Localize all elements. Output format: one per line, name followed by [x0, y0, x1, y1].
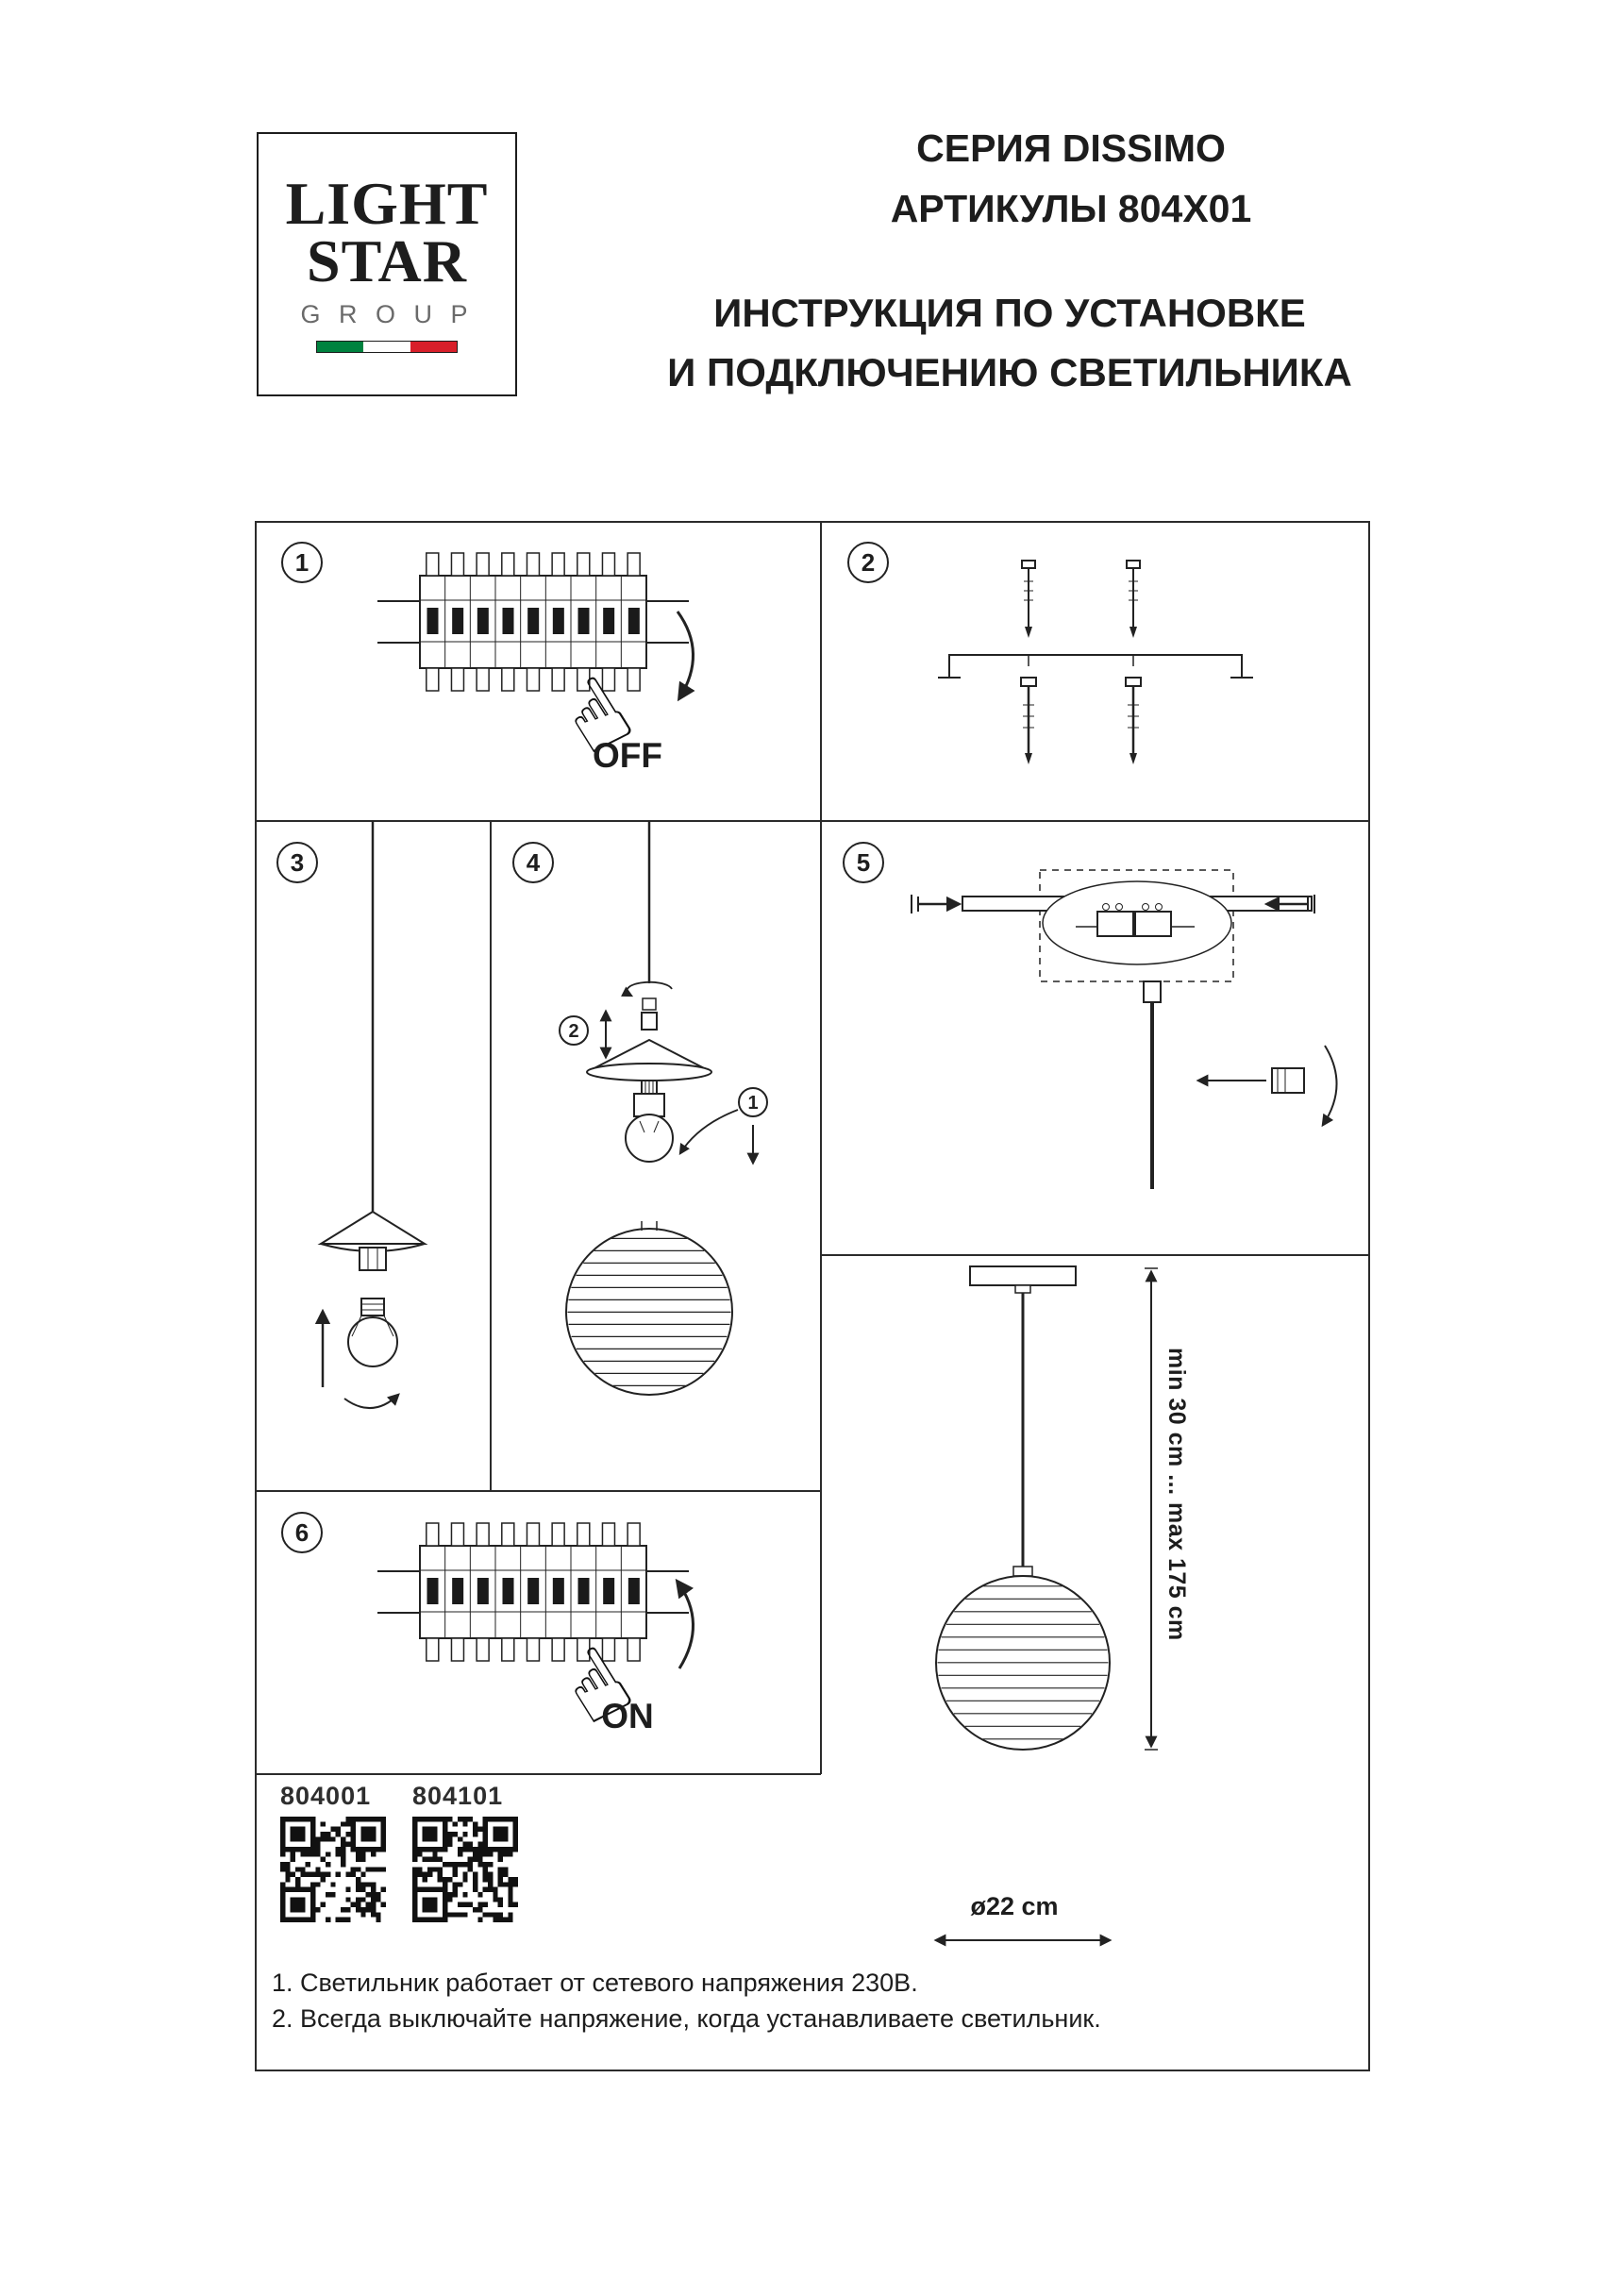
turn-off-arrow — [676, 611, 695, 702]
callout-2: 2 — [568, 1021, 578, 1042]
footnote-1: 1. Светильник работает от сетевого напря… — [272, 1969, 918, 1997]
breaker-panel — [377, 552, 689, 692]
qr-code-804001 — [280, 1817, 386, 1922]
flag-green-segment — [317, 341, 364, 352]
ceiling-outline — [1039, 869, 1234, 982]
logo-word-light: LIGHT — [285, 170, 489, 238]
flag-white-segment — [363, 341, 410, 352]
off-label: OFF — [593, 736, 662, 775]
step-3-illustration — [314, 821, 428, 1410]
grid-divider-vertical-main — [820, 521, 822, 1774]
pendant-dimensions-illustration — [933, 1265, 1158, 1947]
step-4-number: 4 — [512, 842, 554, 883]
turn-on-arrow — [675, 1578, 694, 1669]
step-6-illustration: ☝ — [377, 1522, 694, 1748]
ceiling-mount-illustration — [911, 869, 1338, 1189]
articles-title: АРТИКУЛЫ 804X01 — [890, 186, 1252, 230]
step-2-illustration — [938, 560, 1253, 764]
pendant-bulb-illustration — [314, 821, 428, 1410]
grid-divider-horizontal-right — [821, 1254, 1370, 1256]
grid-divider-vertical-34 — [490, 821, 492, 1491]
on-label: ON — [601, 1697, 654, 1735]
logo-word-group: G R O U P — [300, 299, 474, 328]
step-2-number: 2 — [847, 542, 889, 583]
step-3-number: 3 — [276, 842, 318, 883]
step-1-illustration: ☝ — [377, 552, 695, 778]
logo-flag — [316, 340, 458, 353]
tighten-arrow — [1321, 1045, 1338, 1128]
diameter-label: ø22 cm — [970, 1892, 1059, 1920]
pendant-lamp — [933, 1265, 1158, 1947]
product-code-804101: 804101 — [412, 1782, 504, 1810]
step-4-illustration: 2 1 — [559, 821, 768, 1396]
ribbed-globe — [937, 1585, 1109, 1740]
grid-divider-horizontal-left-2 — [255, 1773, 821, 1775]
grid-divider-horizontal-1 — [255, 820, 1370, 822]
instruction-title-line2: И ПОДКЛЮЧЕНИЮ СВЕТИЛЬНИКА — [667, 350, 1352, 394]
step-5-number: 5 — [843, 842, 884, 883]
grid-divider-horizontal-left-1 — [255, 1490, 821, 1492]
height-range-label: min 30 cm ... max 175 cm — [1163, 1348, 1190, 1641]
callout-1: 1 — [747, 1093, 758, 1114]
series-title: СЕРИЯ DISSIMO — [916, 126, 1226, 170]
globe-attach-arrow — [678, 1109, 739, 1155]
footnote-2: 2. Всегда выключайте напряжение, когда у… — [272, 2004, 1101, 2033]
header-series-block: СЕРИЯ DISSIMO АРТИКУЛЫ 804X01 — [774, 119, 1368, 239]
grid-outer-border — [255, 521, 1370, 2071]
rotate-bulb-arrow — [343, 1393, 400, 1410]
breaker-panel — [377, 1522, 689, 1662]
assembly-illustration: 2 1 — [559, 821, 768, 1396]
logo-word-star: STAR — [307, 227, 467, 294]
product-code-804001: 804001 — [280, 1782, 372, 1810]
instruction-title-line1: ИНСТРУКЦИЯ ПО УСТАНОВКЕ — [713, 291, 1306, 335]
step-1-number: 1 — [281, 542, 323, 583]
ribbed-globe — [567, 1237, 731, 1387]
step-5-illustration — [911, 869, 1338, 1189]
lightstar-logo: LIGHT STAR G R O U P — [257, 132, 517, 396]
screw-rotate-arrow — [620, 980, 673, 997]
flag-red-segment — [410, 341, 457, 352]
step-6-number: 6 — [281, 1512, 323, 1553]
qr-code-804101 — [412, 1817, 518, 1922]
mounting-bracket-illustration — [938, 560, 1253, 764]
header-instruction-block: ИНСТРУКЦИЯ ПО УСТАНОВКЕ И ПОДКЛЮЧЕНИЮ СВ… — [661, 283, 1359, 402]
